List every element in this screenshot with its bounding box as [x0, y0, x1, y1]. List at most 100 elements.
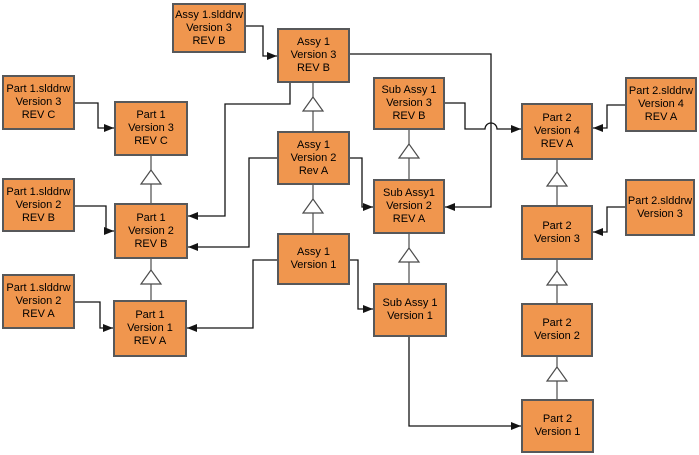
lineage-triangle-icon — [545, 269, 569, 286]
version-node-label: REV C — [21, 109, 56, 121]
arrowhead-icon — [511, 422, 521, 430]
lineage-triangle-icon — [545, 365, 569, 382]
arrowhead-icon — [363, 203, 373, 211]
version-node-label: Sub Assy1 — [383, 187, 435, 199]
arrowhead-icon — [187, 324, 197, 332]
version-node-label: REV B — [392, 110, 426, 122]
version-node-label: Part 1 — [135, 309, 165, 321]
arrowhead-icon — [104, 227, 114, 235]
arrowhead-icon — [188, 243, 198, 251]
reference-connector — [408, 337, 521, 427]
version-node-label: Version 1 — [127, 322, 173, 334]
arrowhead-icon — [593, 228, 603, 236]
version-node-label: Version 3 — [15, 96, 62, 108]
version-node-label: Version 3 — [186, 21, 232, 34]
version-node-label: Version 2 — [386, 200, 432, 212]
version-node-label: REV A — [392, 213, 426, 225]
lineage-triangle-icon — [397, 142, 421, 159]
version-node-label: Part 2 — [542, 112, 572, 124]
lineage-triangle-icon — [301, 197, 325, 214]
version-node-label: Version 1 — [387, 310, 433, 322]
version-node-label: Part 2 — [542, 317, 572, 329]
version-node-label: REV B — [296, 62, 330, 74]
version-node-label: Version 1 — [534, 426, 581, 438]
arrowhead-icon — [445, 203, 455, 211]
reference-connector — [350, 259, 373, 310]
arrowhead-icon — [363, 305, 373, 313]
lineage-triangle-icon — [301, 95, 325, 112]
lineage-triangle-icon — [139, 268, 163, 285]
arrowhead-icon — [511, 125, 521, 133]
reference-connector — [350, 53, 492, 208]
version-node-label: Sub Assy 1 — [382, 297, 438, 309]
version-node-label: Part 1.slddrw — [6, 83, 71, 95]
arrowhead-icon — [267, 52, 277, 60]
version-node-label: Version 3 — [534, 232, 580, 245]
version-node-label: Part 1.slddrw — [6, 185, 71, 198]
arrowhead-icon — [188, 212, 198, 220]
lineage-triangle-icon — [545, 170, 569, 187]
version-node-label: REV A — [133, 335, 167, 347]
lineage-triangle-icon — [139, 168, 163, 185]
version-node-label: Version 3 — [386, 97, 432, 109]
reference-connector — [445, 102, 521, 130]
reference-connector — [350, 157, 373, 208]
version-node-label: Part 2 — [542, 413, 573, 425]
version-node-label: Version 2 — [290, 151, 337, 164]
arrowhead-icon — [103, 324, 113, 332]
version-node-label: REV B — [21, 211, 55, 224]
version-node-label: Version 3 — [128, 122, 174, 134]
reference-connector — [593, 206, 625, 233]
version-node-label: Version 4 — [534, 125, 580, 137]
arrowhead-icon — [104, 124, 114, 132]
version-node-label: Version 2 — [534, 330, 580, 342]
reference-connector — [75, 301, 113, 329]
version-node-label: Assy 1 — [296, 246, 330, 258]
version-node-label: Version 3 — [637, 207, 683, 220]
version-node-label: Rev A — [298, 164, 329, 177]
reference-connector — [593, 104, 625, 129]
version-node-label: Part 2 — [542, 219, 572, 232]
version-node-label: Assy 1 — [296, 138, 330, 151]
version-node-label: REV A — [644, 111, 678, 123]
reference-connector — [187, 259, 277, 329]
version-node-label: Version 4 — [638, 98, 684, 110]
version-node-label: Part 1.slddrw — [6, 282, 71, 294]
version-node-label: REV B — [134, 237, 168, 250]
version-node-label: REV C — [134, 135, 168, 147]
reference-connector — [188, 83, 291, 217]
version-node-label: Assy 1 — [296, 36, 330, 48]
version-node-label: Sub Assy 1 — [381, 84, 437, 96]
arrowhead-icon — [593, 124, 603, 132]
version-node-label: Version 2 — [128, 224, 174, 237]
version-node-label: Assy 1.slddrw — [175, 8, 243, 21]
version-node-label: REV B — [192, 34, 226, 47]
lineage-triangle-icon — [397, 246, 421, 263]
version-node-label: Part 1 — [136, 211, 166, 224]
reference-connector — [75, 205, 114, 232]
version-node-label: Part 2.slddrw — [627, 194, 693, 207]
version-node-label: Version 3 — [290, 49, 337, 61]
version-node-label: Part 1 — [136, 109, 166, 121]
